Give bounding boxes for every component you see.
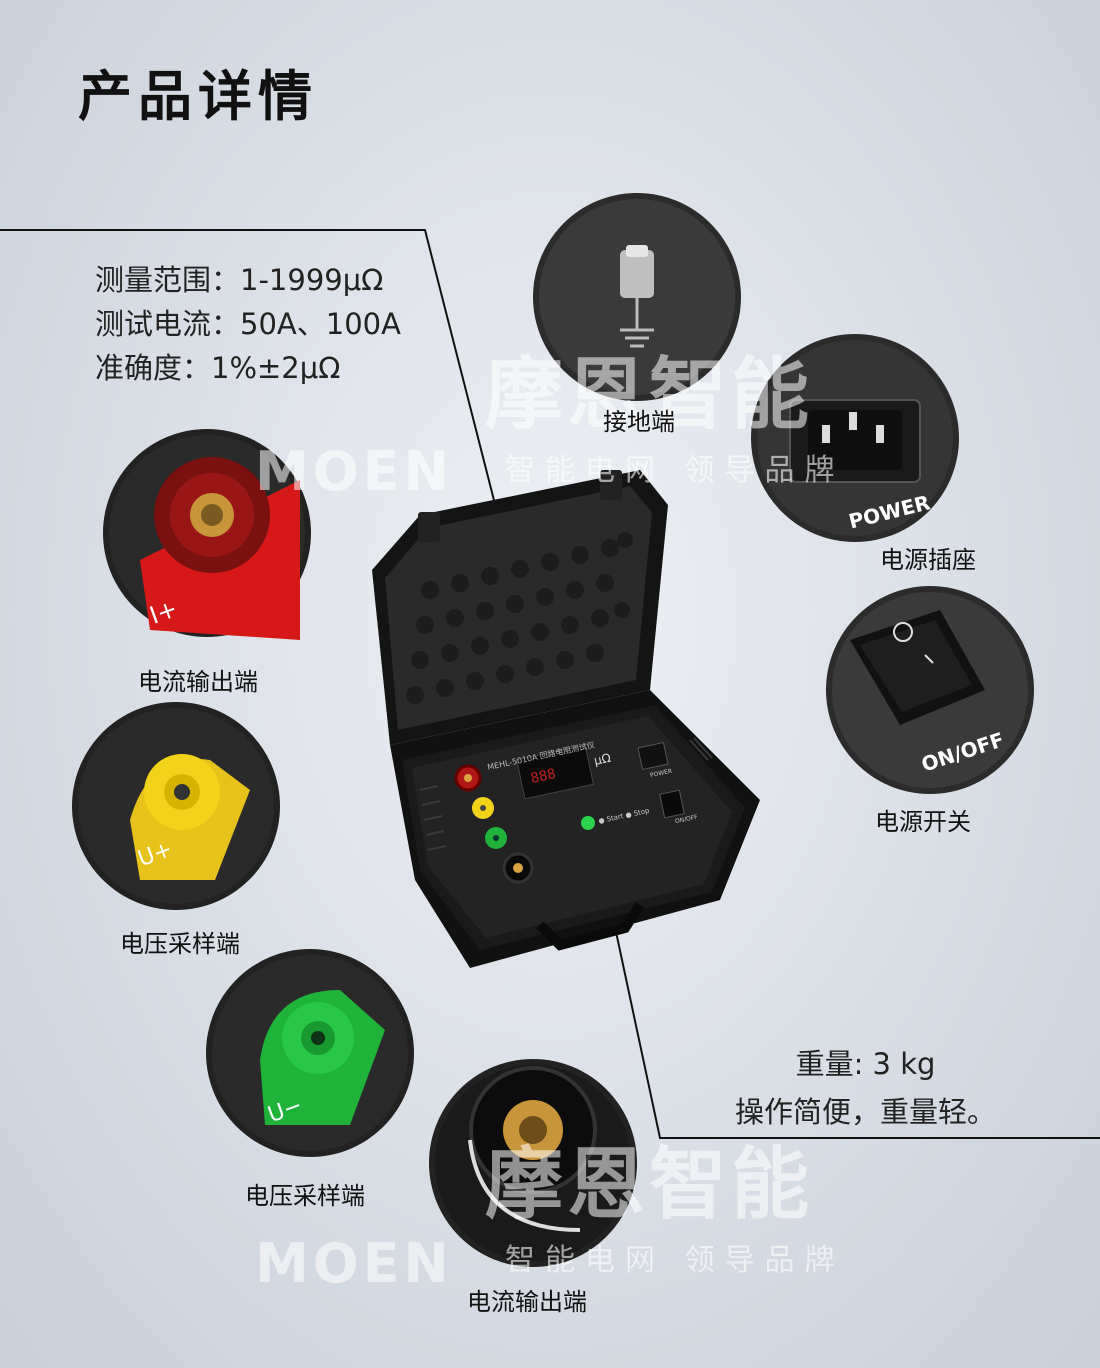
svg-text:888: 888 — [529, 766, 557, 787]
spec-range: 测量范围：1-1999μΩ — [95, 263, 384, 297]
svg-text:μΩ: μΩ — [593, 751, 612, 768]
voltage-sample-yellow-closeup — [72, 702, 280, 910]
watermark-brand-en: MOEN — [255, 440, 453, 503]
current-output-black-closeup — [429, 1059, 637, 1267]
watermark-slogan-2: 智能电网 领导品牌 — [505, 1243, 845, 1278]
current-output-red-closeup — [103, 429, 311, 640]
specs-top: 测量范围：1-1999μΩ 测试电流：50A、100A 准确度：1%±2μΩ — [95, 258, 401, 390]
watermark-brand-cn-2: 摩恩智能 — [485, 1140, 814, 1230]
leader-line-top — [0, 229, 523, 611]
device-case: 888 MEHL-5010A 回路电阻测试仪 μΩ — [372, 470, 760, 968]
watermark-slogan: 智能电网 领导品牌 — [505, 453, 845, 488]
spec-weight: 重量: 3 kg — [795, 1047, 936, 1081]
label-power-switch: 电源开关 — [875, 808, 971, 836]
label-current-out-bottom: 电流输出端 — [467, 1288, 587, 1316]
page-title: 产品详情 — [78, 64, 318, 128]
label-power-socket: 电源插座 — [880, 546, 976, 574]
label-ground: 接地端 — [603, 408, 675, 436]
power-switch-closeup — [826, 586, 1034, 794]
specs-bottom: 重量: 3 kg 操作简便，重量轻。 — [735, 1040, 996, 1136]
spec-current: 测试电流：50A、100A — [95, 307, 401, 341]
label-voltage-sample-yellow: 电压采样端 — [120, 930, 240, 958]
watermark-brand-cn: 摩恩智能 — [485, 350, 814, 440]
ground-terminal-closeup — [533, 193, 741, 401]
spec-accuracy: 准确度：1%±2μΩ — [95, 351, 341, 385]
power-socket-closeup — [751, 334, 959, 542]
label-voltage-sample-green: 电压采样端 — [245, 1182, 365, 1210]
voltage-sample-green-closeup — [206, 949, 414, 1157]
label-current-out-top: 电流输出端 — [138, 668, 258, 696]
watermark-brand-en-2: MOEN — [255, 1232, 453, 1295]
spec-ease: 操作简便，重量轻。 — [735, 1095, 997, 1129]
